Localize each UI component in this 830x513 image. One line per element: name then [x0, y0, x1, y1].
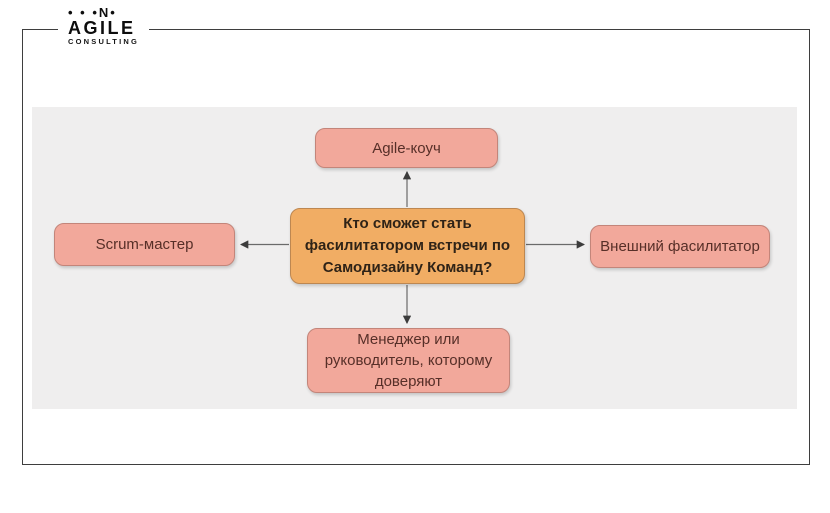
logo-dots-icon: • • •N•: [68, 5, 117, 20]
node-label: Менеджер или руководитель, которому дове…: [324, 331, 493, 390]
logo-subtitle: CONSULTING: [68, 37, 140, 46]
node-label: Внешний фасилитатор: [600, 238, 760, 255]
diagram-node-external-facilitator: Внешний фасилитатор: [590, 225, 770, 268]
diagram-node-agile-coach: Agile-коуч: [315, 128, 498, 168]
node-label: Кто сможет стать фасилитатором встречи п…: [304, 214, 511, 277]
logo-title: AGILE: [68, 18, 136, 38]
agile-consulting-logo: • • •N• AGILE CONSULTING: [58, 3, 150, 49]
node-label: Scrum-мастер: [95, 236, 194, 253]
diagram-node-trusted-manager: Менеджер или руководитель, которому дове…: [307, 328, 510, 393]
diagram-node-central-question: Кто сможет стать фасилитатором встречи п…: [290, 208, 525, 284]
diagram-node-scrum-master: Scrum-мастер: [54, 223, 235, 266]
node-label: Agile-коуч: [372, 139, 441, 157]
